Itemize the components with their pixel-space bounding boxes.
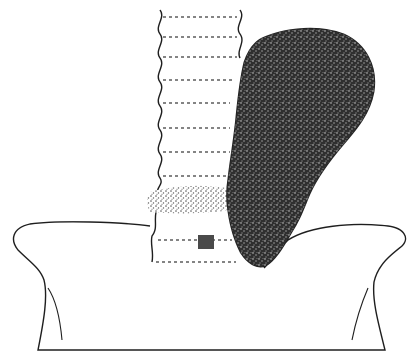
narrowed-segment [147,186,230,213]
square-marker [198,235,214,249]
stippled-mass [227,28,375,267]
tracheal-rings [156,17,237,262]
shoulder-inner-left [48,288,62,340]
trachea-left-wall [151,10,161,262]
shoulder-inner-right [352,288,368,340]
trachea-right-wall [238,10,242,58]
